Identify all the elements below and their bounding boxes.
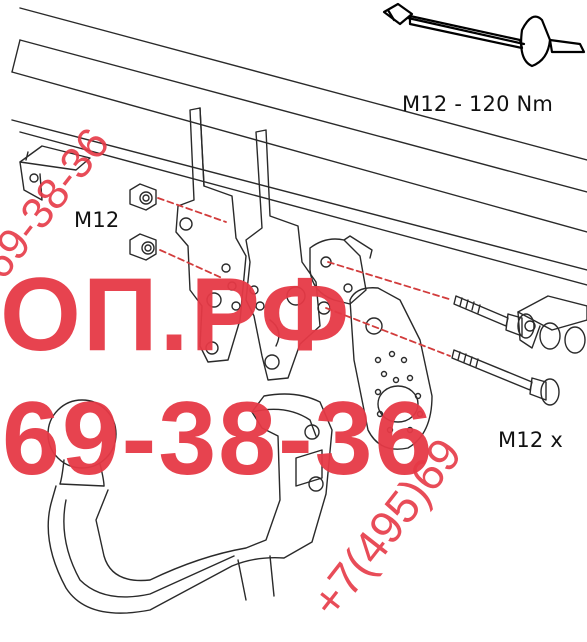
right-mounting-plate xyxy=(245,129,321,381)
assembly-guide-lines xyxy=(157,197,453,357)
left-mounting-plate xyxy=(175,107,247,363)
torque-label: M12 - 120 Nm xyxy=(402,92,554,116)
right-side-bracket xyxy=(517,295,587,354)
nut-label: M12 xyxy=(74,208,120,232)
torque-wrench-icon xyxy=(382,2,586,68)
m12-nut-upper xyxy=(129,183,157,211)
m12-bolt-upper xyxy=(453,295,535,339)
bolt-label: M12 x xyxy=(498,428,563,452)
m12-bolt-lower xyxy=(451,349,560,406)
m12-nut-lower xyxy=(129,233,157,261)
center-bracket xyxy=(309,235,373,315)
socket-plate xyxy=(349,287,433,450)
vehicle-crossmember xyxy=(11,7,587,286)
tow-bar xyxy=(47,393,333,614)
left-side-bracket xyxy=(19,145,91,201)
